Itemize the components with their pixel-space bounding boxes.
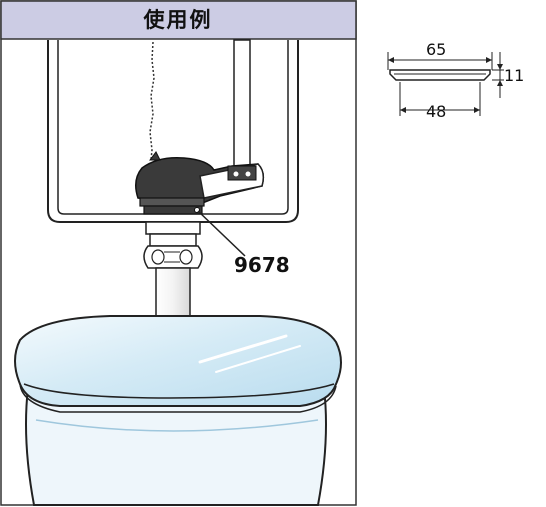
toilet-illustration: [0, 0, 357, 506]
flapper-chain: [149, 41, 155, 161]
gasket-profile-drawing: [387, 52, 504, 116]
toilet-seat-lid: [14, 315, 342, 413]
part-number-label: 9678: [234, 253, 290, 277]
callout-leader: [197, 210, 246, 257]
gasket-9678: [139, 197, 205, 215]
dimension-drawing: 65 48 11: [380, 30, 540, 130]
height-label: 11: [504, 66, 525, 85]
flush-pipe: [143, 221, 203, 317]
gasket-profile: [389, 69, 491, 81]
overflow-tube: [233, 39, 251, 169]
flapper-valve: [135, 151, 265, 205]
toilet-bowl: [25, 387, 327, 506]
top-diameter-label: 65: [426, 40, 447, 59]
bottom-diameter-label: 48: [426, 102, 447, 121]
panel-title: 使用例: [143, 8, 213, 32]
panel-header: [0, 0, 357, 40]
usage-example-panel: 使用例 9678: [0, 0, 357, 506]
